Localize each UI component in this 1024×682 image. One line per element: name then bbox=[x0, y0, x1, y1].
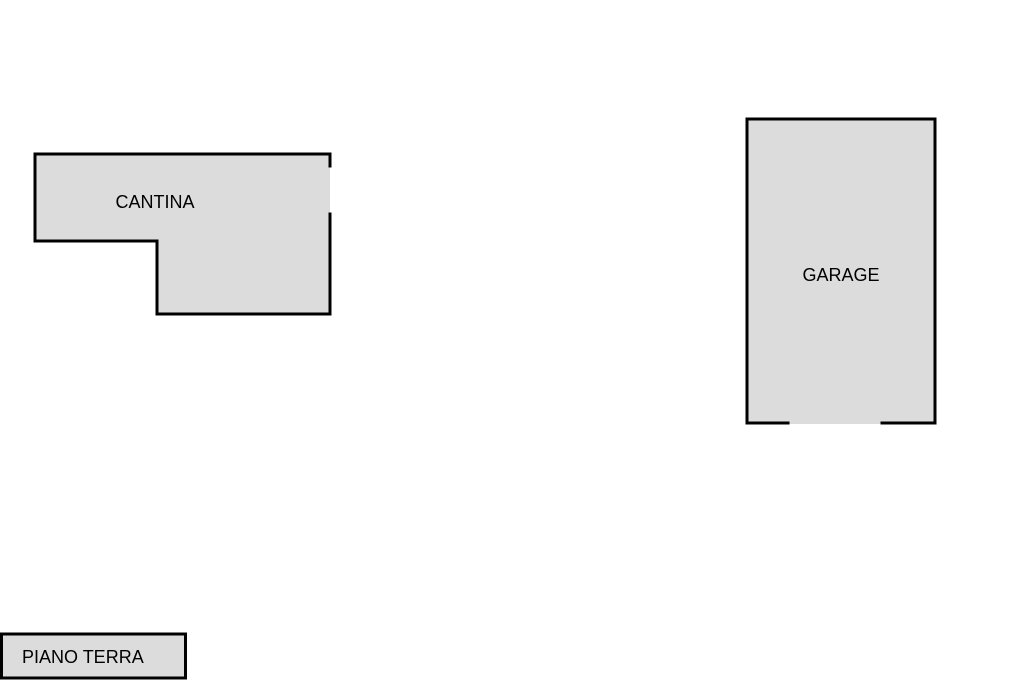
room-garage: GARAGE bbox=[745, 117, 937, 425]
level-label: PIANO TERRA bbox=[22, 647, 144, 667]
room-cantina: CANTINA bbox=[33, 152, 332, 316]
cantina-floor bbox=[35, 154, 330, 314]
garage-label: GARAGE bbox=[802, 265, 879, 285]
cantina-walls bbox=[33, 152, 332, 316]
level-indicator: PIANO TERRA bbox=[0, 632, 187, 680]
cantina-label: CANTINA bbox=[115, 192, 194, 212]
garage-floor bbox=[747, 119, 935, 424]
level-box bbox=[0, 632, 187, 680]
garage-walls bbox=[745, 117, 937, 425]
